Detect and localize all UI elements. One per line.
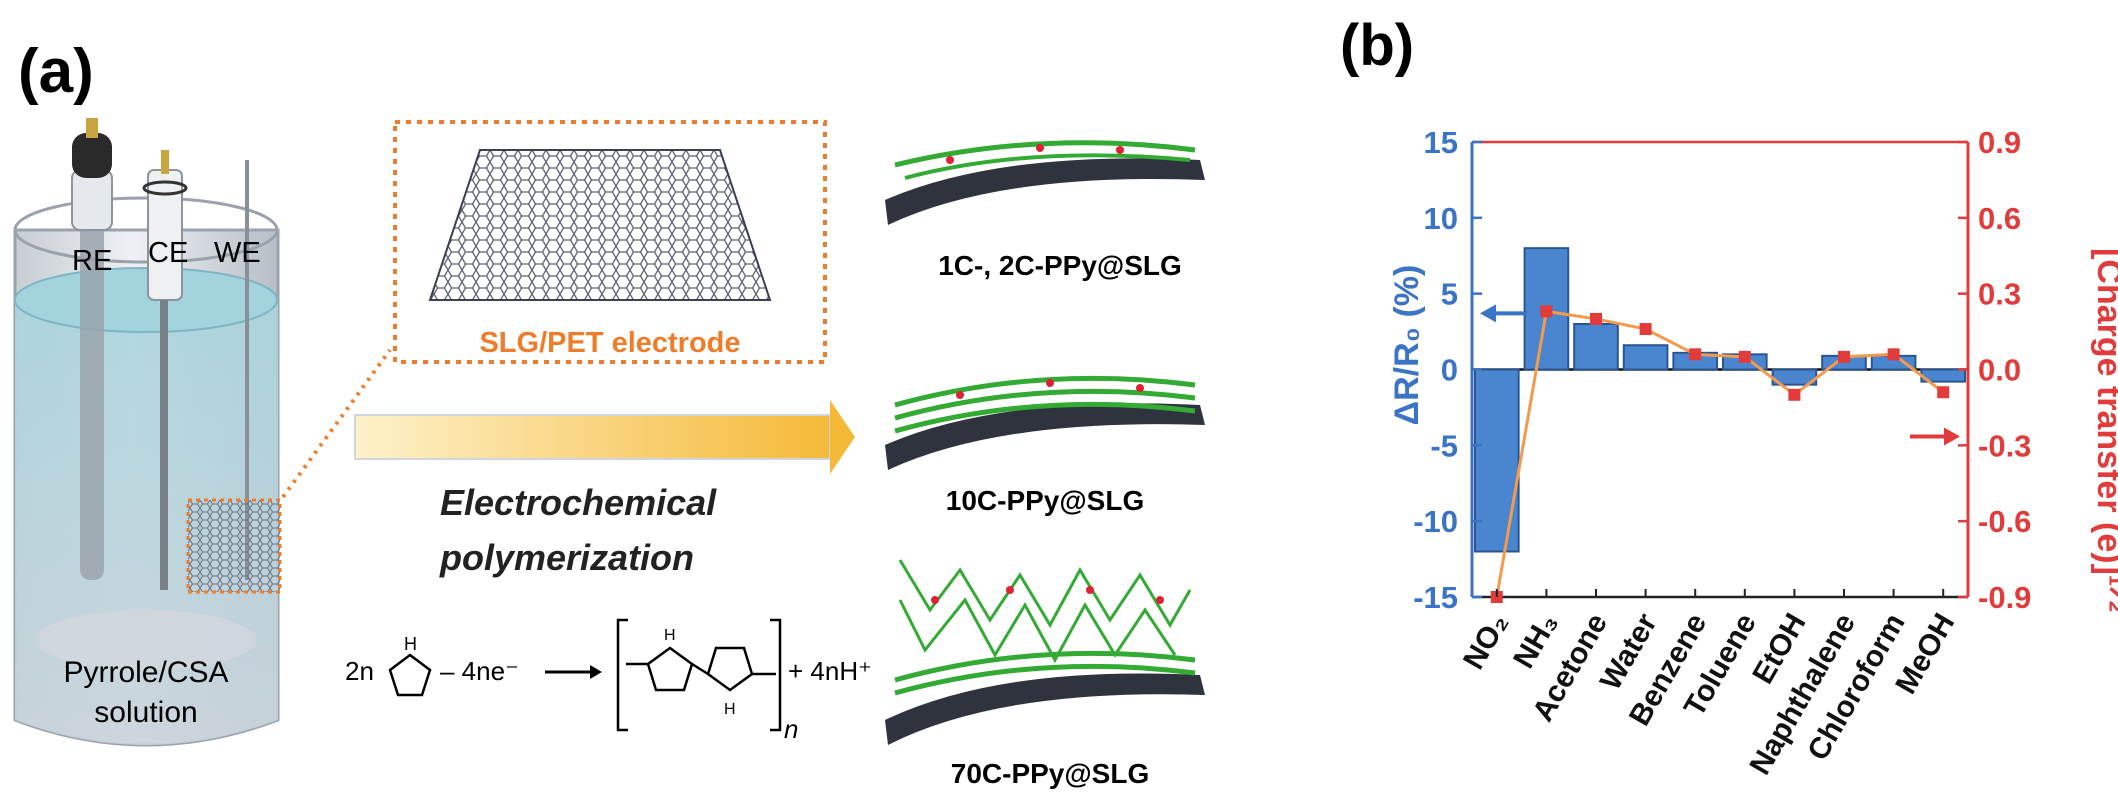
working-electrode bbox=[245, 160, 249, 580]
marker-benzene bbox=[1689, 348, 1702, 361]
ytick-label-left: 0 bbox=[1441, 353, 1458, 388]
reference-electrode bbox=[71, 118, 113, 580]
reaction-scheme: 2n H – 4ne⁻ H H n + 4nH⁺ bbox=[345, 618, 872, 744]
ytick-label-right: 0.0 bbox=[1978, 353, 2021, 388]
xtick-label: NO₂ bbox=[1457, 608, 1515, 675]
marker-naphthalene bbox=[1838, 350, 1850, 363]
panel-a-label: (a) bbox=[18, 37, 94, 106]
ytick-label-left: 10 bbox=[1424, 201, 1458, 236]
pyrrole-ring bbox=[388, 653, 432, 697]
charge-transfer-line bbox=[1495, 309, 1945, 598]
bar-no2 bbox=[1473, 368, 1520, 553]
pyrrole-nh: H bbox=[404, 634, 417, 654]
marker-etoh bbox=[1788, 388, 1801, 401]
polymer-bracket-right bbox=[770, 618, 782, 732]
bar-water bbox=[1622, 344, 1669, 371]
zoom-connector-line bbox=[281, 348, 392, 499]
marker-water bbox=[1639, 323, 1652, 336]
ytick-label-right: 0.9 bbox=[1978, 125, 2021, 160]
ring-bond bbox=[691, 662, 709, 676]
chart-ylabel-left: ΔR/R₀ (%) bbox=[1388, 265, 1426, 426]
ytick-label-left: -10 bbox=[1413, 504, 1458, 539]
polypyrrole-ring-2 bbox=[706, 646, 754, 692]
ytick-label-left: -5 bbox=[1430, 428, 1458, 463]
product-label-1: 1C-, 2C-PPy@SLG bbox=[938, 250, 1182, 281]
reaction-electrons: – 4ne⁻ bbox=[440, 656, 519, 686]
process-label-line1: Electrochemical bbox=[440, 482, 717, 523]
polypyrrole-ring-1 bbox=[646, 646, 694, 692]
right-axis-arrowhead bbox=[1944, 427, 1960, 446]
reaction-arrowhead bbox=[590, 665, 602, 679]
process-label-line2: polymerization bbox=[439, 537, 694, 578]
product-label-3: 70C-PPy@SLG bbox=[951, 758, 1149, 789]
bar-acetone bbox=[1573, 323, 1619, 371]
product-label-2: 10C-PPy@SLG bbox=[946, 485, 1144, 516]
chart-ylabel-right: [Charge transfer (e)]¹ᐟ² bbox=[2090, 248, 2118, 612]
ytick-label-right: -0.3 bbox=[1978, 428, 2031, 463]
graphene-sheet bbox=[428, 149, 772, 301]
ytick-label-left: 5 bbox=[1441, 277, 1458, 312]
electrode-label-we: WE bbox=[214, 237, 261, 269]
polymer-nh-bottom: H bbox=[724, 701, 736, 718]
product-structure-3 bbox=[885, 559, 1205, 745]
reaction-protons: + 4nH⁺ bbox=[788, 656, 872, 686]
reaction-coefficient: 2n bbox=[345, 656, 374, 686]
slg-pet-inset bbox=[393, 120, 827, 364]
polymer-bracket-left bbox=[616, 618, 628, 732]
marker-nh3 bbox=[1540, 305, 1553, 318]
ytick-label-right: -0.6 bbox=[1978, 504, 2031, 539]
electrode-label-ce: CE bbox=[148, 237, 188, 269]
electrode-label-re: RE bbox=[72, 245, 112, 277]
slg-electrode-in-beaker bbox=[186, 498, 282, 594]
marker-toluene bbox=[1738, 350, 1751, 363]
chart-b: -15 -10 -5 0 5 10 15 -0.9 -0.6 -0.3 0.0 0.3 0.6 0.9NO… bbox=[1413, 125, 2031, 780]
ytick-label-right: 0.3 bbox=[1978, 277, 2021, 312]
polymer-subscript-n: n bbox=[784, 714, 798, 744]
panel-b-label: (b) bbox=[1340, 13, 1414, 78]
solution-label-line2: solution bbox=[94, 696, 197, 729]
marker-meoh bbox=[1937, 386, 1950, 399]
polymer-nh-top: H bbox=[664, 627, 676, 644]
ytick-label-left: 15 bbox=[1424, 125, 1458, 160]
left-axis-arrowhead bbox=[1480, 304, 1496, 323]
product-structure-2 bbox=[885, 375, 1205, 470]
counter-electrode bbox=[142, 150, 188, 590]
ytick-label-right: -0.9 bbox=[1978, 580, 2031, 615]
ytick-label-left: -15 bbox=[1413, 580, 1458, 615]
product-structure-1 bbox=[885, 140, 1205, 225]
marker-acetone bbox=[1590, 312, 1602, 325]
inset-label: SLG/PET electrode bbox=[479, 327, 740, 359]
ytick-label-right: 0.6 bbox=[1978, 201, 2021, 236]
process-arrow bbox=[354, 400, 855, 474]
solution-label-line1: Pyrrole/CSA bbox=[63, 656, 228, 689]
marker-chloroform bbox=[1887, 348, 1900, 361]
